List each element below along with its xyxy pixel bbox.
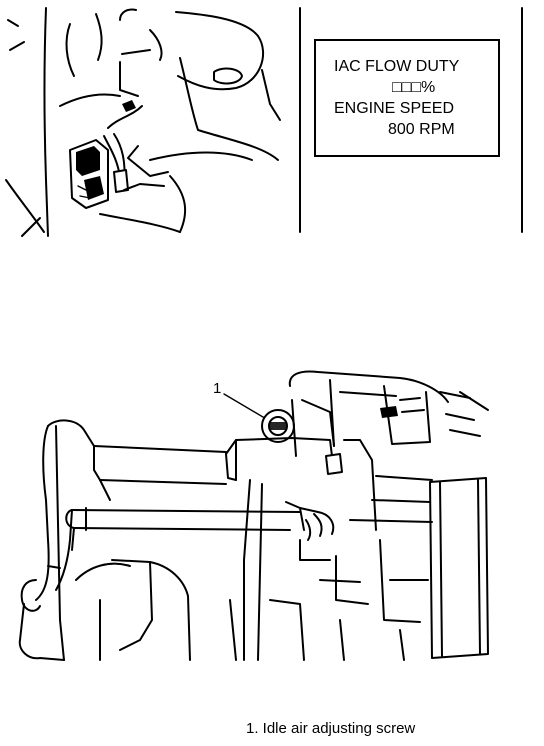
readout-label-iac-flow-duty: IAC FLOW DUTY <box>334 58 460 75</box>
figure-caption: 1. Idle air adjusting screw <box>246 720 416 737</box>
callout-number: 1 <box>213 380 222 397</box>
readout-value-engine-speed: 800 RPM <box>388 121 455 138</box>
readout-value-iac-flow-duty: □□□% <box>392 79 436 96</box>
throttle-body-illustration <box>18 370 489 661</box>
scan-tool-readout: IAC FLOW DUTY □□□% ENGINE SPEED 800 RPM <box>314 39 500 157</box>
connector-illustration <box>5 7 523 237</box>
readout-label-engine-speed: ENGINE SPEED <box>334 100 455 117</box>
